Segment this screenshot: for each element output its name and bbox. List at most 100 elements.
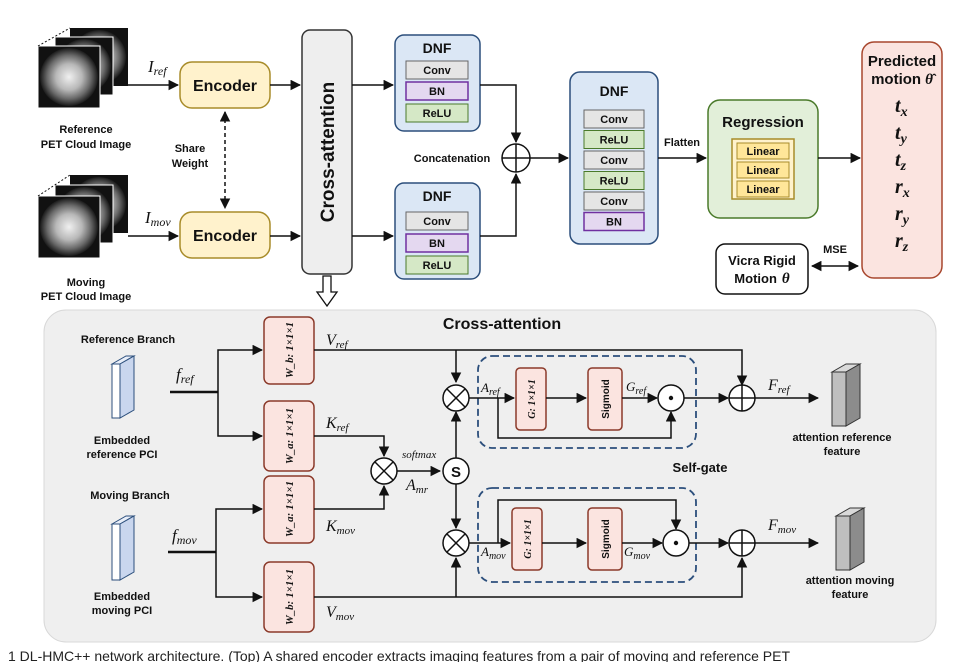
mse-label: MSE: [823, 244, 847, 256]
predicted-param: tz: [895, 149, 907, 174]
dnf-main-layer-box: [583, 191, 645, 211]
s-node-label: S: [451, 464, 461, 481]
dnf-bottom-title: DNF: [423, 188, 452, 204]
conv-wa-bottom: W_a: 1×1×1: [263, 475, 315, 544]
sigmoid-top: [587, 367, 623, 431]
dnf-top-title: DNF: [423, 40, 452, 56]
i-mov-label: Imov: [144, 208, 171, 229]
figure-caption: 1 DL-HMC++ network architecture. (Top) A…: [8, 648, 791, 662]
gate-conv-bottom: [511, 507, 543, 571]
g-mov-label: Gmov: [624, 544, 651, 562]
cross-attention-block-label: Cross-attention: [318, 82, 339, 222]
plus-node-ref: [728, 384, 756, 412]
dnf-bottom-conv: [405, 211, 469, 231]
encoder-bottom-label: Encoder: [193, 228, 257, 245]
f-ref-label: fref: [176, 365, 195, 386]
dnf-top-bn: [405, 81, 469, 101]
dnf-bottom-relu: [405, 255, 469, 275]
sigmoid-bottom: [587, 507, 623, 571]
moving-branch-label: Moving Branch: [90, 490, 170, 502]
dnf-bottom-layer-3: ReLU: [423, 260, 452, 272]
predicted-motion-block: [861, 41, 943, 279]
reference-caption-2: PET Cloud Image: [41, 139, 131, 151]
dot-node-bottom: [662, 529, 690, 557]
conv-wb-top: W_b: 1×1×1: [263, 316, 315, 385]
embedded-ref-1: Embedded: [94, 435, 150, 447]
dnf-main-layer-label: BN: [606, 217, 622, 229]
a-mov-label: Amov: [480, 544, 506, 562]
dnf-top-conv: [405, 60, 469, 80]
predicted-param: rx: [895, 176, 910, 201]
embedded-mov-2: moving PCI: [92, 605, 153, 617]
dnf-main-layer-box: [583, 109, 645, 129]
linear-3-label: Linear: [746, 184, 780, 196]
predicted-param: tx: [895, 95, 908, 120]
att-ref-1: attention reference: [792, 432, 891, 444]
k-mov-label: Kmov: [325, 518, 355, 537]
reference-caption-1: Reference: [59, 124, 112, 136]
encoder-bottom: [179, 211, 271, 259]
attention-reference-cube: [830, 363, 862, 427]
dnf-top-relu: [405, 103, 469, 123]
flatten-label: Flatten: [664, 137, 700, 149]
dnf-bottom: [394, 182, 481, 280]
conv-wa-top: W_a: 1×1×1: [263, 400, 315, 472]
dnf-top-layer-1: Conv: [423, 65, 451, 77]
att-ref-2: feature: [824, 446, 861, 458]
predicted-title-1: Predicted: [868, 53, 936, 70]
dnf-bottom-layer-2: BN: [429, 238, 445, 250]
dnf-top-layer-3: ReLU: [423, 108, 452, 120]
embedded-reference-cube: [110, 355, 136, 419]
conv-wb-bottom-label: W_b: 1×1×1: [284, 569, 296, 625]
cross-attention-detail-panel: [43, 309, 937, 643]
dnf-main-layer-box: [583, 211, 645, 232]
g-ref-label: Gref: [626, 379, 647, 397]
att-mov-2: feature: [832, 589, 869, 601]
dnf-main-layer-box: [583, 171, 645, 190]
moving-caption-2: PET Cloud Image: [41, 291, 131, 303]
linear-1-label: Linear: [746, 146, 780, 158]
self-gate-bottom: [477, 487, 697, 583]
f-ref-out-label: Fref: [767, 377, 792, 396]
embedded-moving-cube: [110, 515, 136, 581]
dnf-top-layer-2: BN: [429, 86, 445, 98]
share-weight-1: Share: [175, 143, 206, 155]
vicra-motion-block: [715, 243, 809, 295]
linear-2-label: Linear: [746, 165, 780, 177]
dnf-bottom-bn: [405, 233, 469, 253]
vicra-line-1: Vicra Rigid: [728, 253, 796, 268]
dnf-main-layer-box: [583, 130, 645, 149]
plus-node-mov: [728, 529, 756, 557]
softmax-label: softmax: [402, 449, 436, 461]
dnf-main-layer-label: Conv: [600, 196, 628, 208]
concatenation-label: Concatenation: [414, 153, 491, 165]
dot-node-top: [657, 384, 685, 412]
linear-1: [736, 142, 790, 160]
encoder-top-label: Encoder: [193, 78, 257, 95]
reference-pet-image-stack: [37, 27, 128, 109]
a-mr-label: Amr: [405, 477, 429, 496]
cross-attention-block: [301, 29, 353, 275]
predicted-param: ry: [895, 203, 910, 228]
predicted-param: rz: [895, 230, 909, 255]
predicted-param: ty: [895, 122, 908, 147]
expand-arrow: [315, 275, 339, 308]
self-gate-label: Self-gate: [673, 460, 728, 475]
linear-3: [736, 180, 790, 198]
dnf-main-layer-label: ReLU: [600, 176, 629, 188]
dnf-main-layer-box: [583, 150, 645, 170]
conv-wb-bottom: W_b: 1×1×1: [263, 561, 315, 633]
f-mov-label: fmov: [172, 526, 197, 547]
conv-wa-top-label: W_a: 1×1×1: [284, 408, 296, 464]
a-ref-label: Aref: [480, 380, 501, 398]
regression-title: Regression: [722, 114, 804, 131]
embedded-mov-1: Embedded: [94, 591, 150, 603]
gate-conv-top: [515, 367, 547, 431]
gate-conv-top-label: G: 1×1×1: [527, 379, 538, 418]
embedded-ref-2: reference PCI: [87, 449, 158, 461]
k-ref-label: Kref: [325, 415, 350, 434]
